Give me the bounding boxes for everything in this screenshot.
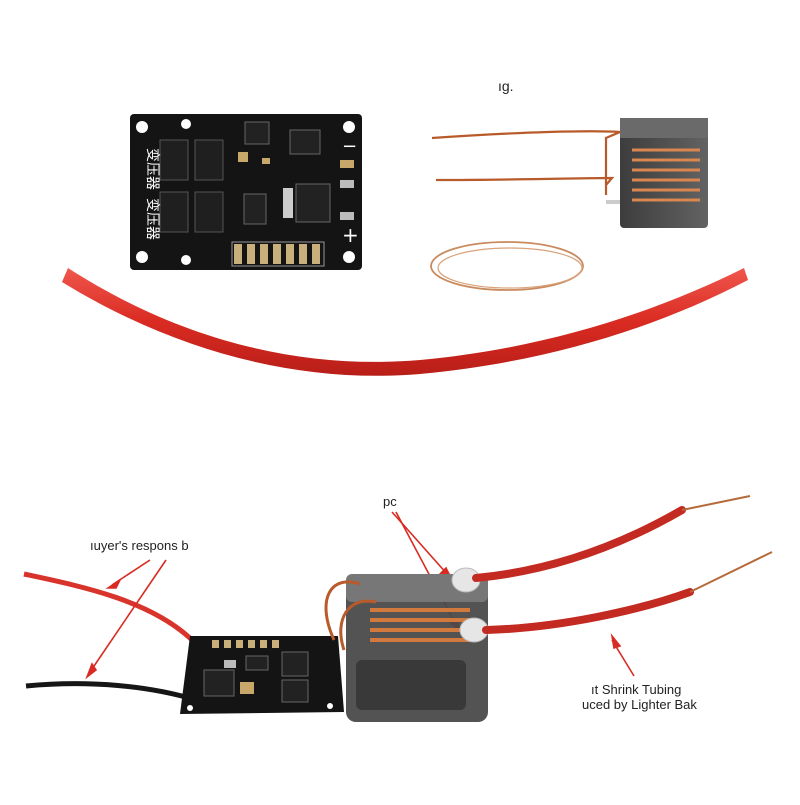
pcb-plus-sign: + [342,223,359,247]
pcb-board-bottom [180,636,344,714]
caption-pc: pc [383,494,397,509]
hv-coil-top [606,118,708,228]
pcb-silkscreen-bottom: 变压器 [144,198,160,240]
copper-wire-loop [430,241,584,291]
output-wire-lower [482,588,694,634]
caption-heat-shrink-line2: uced by Lighter Bak [582,697,697,712]
pcb-board-top: 变压器 变压器 + − [130,114,362,270]
caption-heat-shrink-line1: ıt Shrink Tubing [591,682,682,697]
solder-joints [451,567,489,643]
caption-top-fragment: ıg. [498,78,514,94]
caption-buyer-responsibility: ıuyer's respons b [90,538,189,553]
black-input-wire [25,681,197,703]
output-wire-upper [472,506,686,582]
coil-leads-top [431,130,621,195]
pcb-minus-sign: − [342,136,357,157]
red-input-wire [23,571,194,642]
pcb-silkscreen-top: 变压器 [144,148,160,190]
heat-shrink-tube [62,268,748,376]
hv-coil-bottom [324,574,488,722]
